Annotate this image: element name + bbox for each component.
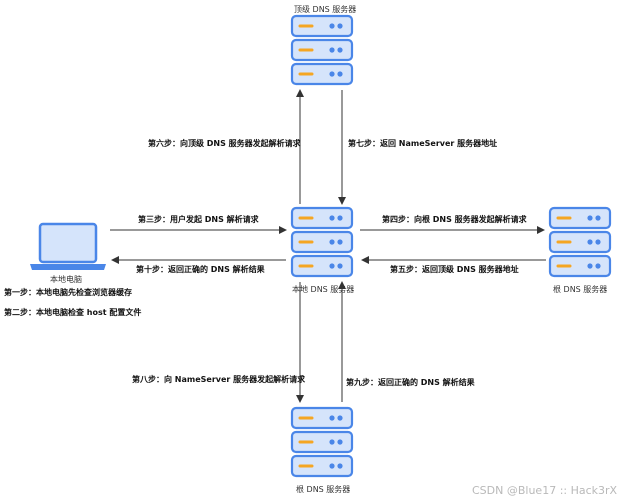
step-9-label: 第九步：返回正确的 DNS 解析结果 [346, 378, 475, 387]
watermark: CSDN @Blue17 :: Hack3rX [472, 484, 618, 497]
top-dns-server-icon [290, 14, 354, 86]
step-5-label: 第五步：返回顶级 DNS 服务器地址 [390, 265, 519, 274]
step-3-label: 第三步：用户发起 DNS 解析请求 [138, 215, 259, 224]
step-10-label: 第十步：返回正确的 DNS 解析结果 [136, 265, 265, 274]
root-dns-server-right-icon [548, 206, 612, 278]
local-dns-server-icon [290, 206, 354, 278]
root-dns-server-bottom-icon [290, 406, 354, 478]
step-8-label: 第八步：向 NameServer 服务器发起解析请求 [132, 375, 306, 384]
local-computer-label: 本地电脑 [50, 275, 82, 284]
step-4-label: 第四步：向根 DNS 服务器发起解析请求 [382, 215, 527, 224]
step-2-label: 第二步：本地电脑检查 host 配置文件 [4, 308, 142, 317]
step-7-label: 第七步：返回 NameServer 服务器地址 [348, 139, 498, 148]
root-dns-server-right-label: 根 DNS 服务器 [553, 285, 608, 294]
top-dns-server-label: 顶级 DNS 服务器 [294, 5, 357, 14]
local-dns-server-label: 本地 DNS 服务器 [292, 285, 355, 294]
root-dns-server-bottom-label: 根 DNS 服务器 [296, 485, 351, 494]
laptop-icon [30, 222, 106, 270]
step-1-label: 第一步：本地电脑先检查浏览器缓存 [4, 288, 132, 297]
step-6-label: 第六步：向顶级 DNS 服务器发起解析请求 [148, 139, 301, 148]
